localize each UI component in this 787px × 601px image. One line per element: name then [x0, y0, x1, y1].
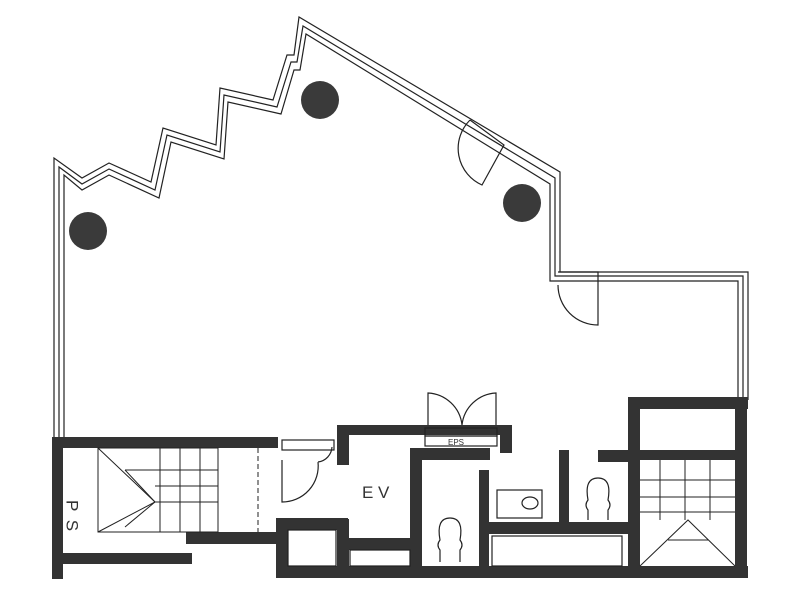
ps-label: P S [63, 500, 82, 533]
door-upper [457, 119, 505, 186]
column [69, 212, 107, 250]
column [503, 184, 541, 222]
door-hall [281, 446, 333, 503]
column [301, 81, 339, 119]
door-right [557, 271, 599, 326]
stairs-right [639, 460, 736, 567]
eps-label: EPS [448, 438, 464, 447]
toilet-icon [437, 517, 463, 562]
toilet-icon [585, 477, 611, 520]
doors[interactable] [281, 119, 599, 503]
stairs-left [97, 447, 259, 533]
columns [69, 81, 541, 250]
exterior-wall [53, 16, 749, 440]
ev-label: E V [362, 483, 390, 502]
sink-icon [496, 489, 543, 519]
door-eps [427, 392, 497, 426]
fixtures [281, 427, 623, 567]
core-walls [52, 397, 748, 579]
